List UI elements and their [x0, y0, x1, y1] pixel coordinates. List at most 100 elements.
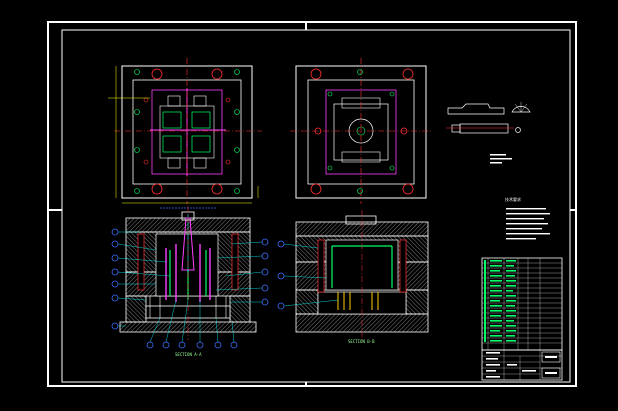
section-a-balloons: [111, 228, 269, 349]
note-line-4: [506, 223, 548, 225]
section-b-leader-3: [283, 299, 339, 307]
plan-right-bolt-3: [327, 91, 333, 97]
plan-left-bolt-1: [134, 69, 140, 75]
section-a-runner-cone: [181, 217, 195, 271]
bom-entries: [484, 260, 516, 342]
bom-rows: [482, 262, 562, 344]
section-b-balloon-2: [277, 272, 285, 280]
plan-left-bolt-6: [234, 109, 240, 115]
plan-left-ejector-3: [143, 159, 149, 165]
plan-left-cavity-3: [162, 135, 182, 153]
part-detail: [446, 102, 531, 134]
inner-border: [61, 29, 571, 383]
plan-left-cavity-1: [162, 111, 182, 129]
title-text-3: [486, 364, 500, 366]
section-a-guide-pin-right: [231, 233, 239, 291]
plan-left-slide-2: [193, 95, 207, 107]
title-number-text: [545, 372, 557, 374]
bom-columns: [487, 258, 541, 350]
part-note-block: [490, 154, 512, 164]
title-text-1: [486, 352, 500, 354]
section-b-balloon-3: [277, 302, 285, 310]
plan-left-slide-1: [167, 95, 181, 107]
title-box: [481, 349, 563, 381]
plan-left-slide-3: [167, 157, 181, 169]
plan-left-cavity-4: [191, 135, 211, 153]
plan-right-guide-pin-bl: [310, 183, 322, 195]
plan-right-return-pin-1: [314, 127, 322, 135]
section-b-leader-1: [283, 243, 319, 249]
part-end-view: [511, 106, 531, 113]
plan-view-right: [290, 58, 432, 204]
title-drawing-number-cell: [541, 367, 561, 379]
section-b-guide-pin-left: [317, 239, 325, 293]
plan-left-guide-pin-tr: [211, 68, 223, 80]
plan-left-guide-pin-bl: [151, 183, 163, 195]
technical-notes: 技术要求: [505, 196, 550, 240]
plan-left-bolt-8: [234, 147, 240, 153]
section-b-leader-2: [283, 275, 327, 279]
outer-border: [47, 21, 577, 387]
note-line-7: [506, 238, 536, 240]
plan-left-cavity-2: [191, 111, 211, 129]
plan-left-bolt-4: [234, 188, 240, 194]
note-line-5: [506, 228, 542, 230]
note-line-6: [506, 233, 550, 235]
plan-right-bolt-5: [327, 165, 333, 171]
drawing-frame: [47, 21, 577, 387]
plan-left-ejector-4: [225, 159, 231, 165]
part-note-line-1: [490, 154, 506, 156]
plan-left-bolt-5: [134, 109, 140, 115]
title-text-2: [486, 358, 498, 360]
section-b-sprue-bushing: [345, 215, 377, 225]
section-a-leaders: [117, 231, 263, 343]
title-text-7: [522, 370, 536, 372]
part-end-hole: [515, 127, 521, 133]
plan-left-ejector-2: [225, 97, 231, 103]
plan-left-ejector-1: [143, 97, 149, 103]
plan-left-bolt-7: [134, 147, 140, 153]
plan-right-guide-pin-tl: [310, 68, 322, 80]
plan-view-left: [108, 58, 262, 209]
section-b-spacer-left: [295, 289, 319, 315]
section-b-label: SECTION B-B: [348, 339, 375, 344]
section-a-label: SECTION A-A: [175, 352, 202, 357]
plan-right-bolt-6: [389, 165, 395, 171]
plan-right-bolt-1: [357, 69, 363, 75]
note-line-3: [506, 218, 544, 220]
plan-left-slide-4: [193, 157, 207, 169]
section-b-spacer-right: [405, 289, 429, 315]
section-b: SECTION B-B: [277, 210, 429, 344]
title-name-cell: [541, 351, 561, 363]
part-side-profile: [447, 103, 505, 115]
part-note-line-2: [490, 158, 512, 160]
plan-left-guide-pin-br: [211, 183, 223, 195]
plan-right-return-pin-2: [400, 127, 408, 135]
section-b-balloon-1: [277, 240, 285, 248]
title-block: [481, 257, 563, 381]
part-note-line-3: [490, 162, 502, 164]
title-text-6: [507, 364, 517, 366]
note-line-2: [506, 213, 550, 215]
plan-right-bolt-2: [357, 188, 363, 194]
part-end-ray-3: [520, 103, 528, 113]
note-line-1: [506, 208, 546, 210]
section-b-guide-pin-right: [399, 239, 407, 293]
title-text-4: [486, 370, 496, 372]
part-front-profile: [459, 123, 509, 134]
plan-right-bolt-4: [389, 91, 395, 97]
plan-left-bolt-3: [134, 188, 140, 194]
title-text-5: [486, 376, 500, 378]
plan-right-guide-pin-br: [402, 183, 414, 195]
part-front-end-left: [451, 124, 461, 133]
part-end-ray-1: [514, 103, 522, 113]
section-a-guide-pin-left: [137, 233, 145, 291]
section-a-spacer-right: [229, 295, 251, 323]
title-name-text: [545, 356, 557, 358]
plan-right-guide-pin-tr: [402, 68, 414, 80]
plan-left-bolt-2: [234, 69, 240, 75]
notes-title: 技术要求: [505, 196, 521, 202]
plan-left-guide-pin-tl: [151, 68, 163, 80]
section-a: SECTION A-A: [111, 206, 269, 357]
